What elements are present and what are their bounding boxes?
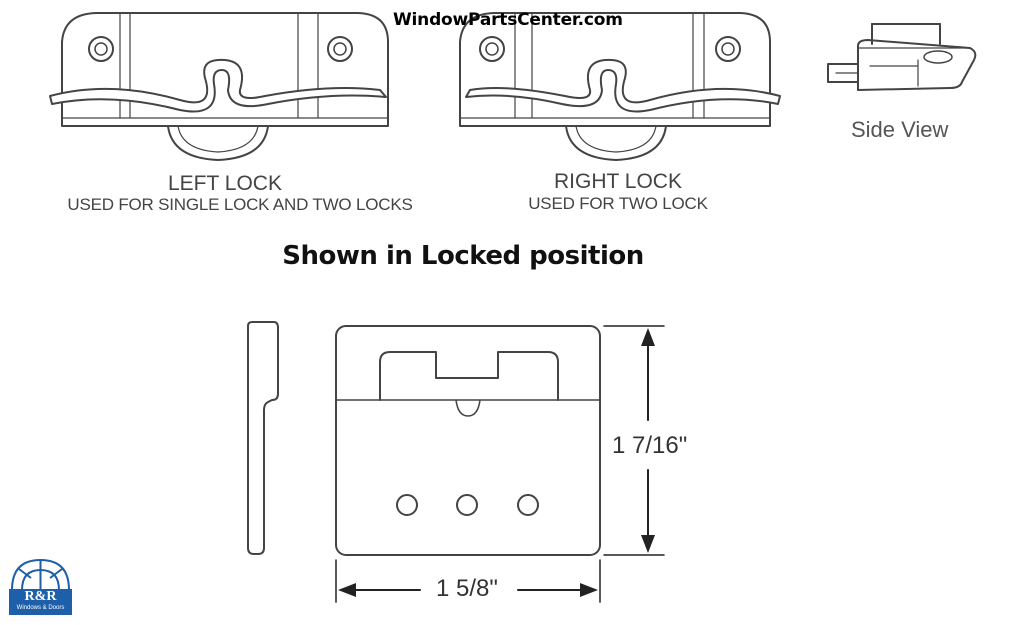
- logo-banner: R&R Windows & Doors: [9, 589, 72, 615]
- left-lock-drawing: [49, 12, 389, 161]
- logo-name: R&R: [24, 589, 57, 604]
- right-lock-subtitle: USED FOR TWO LOCK: [528, 194, 708, 213]
- height-dimension-label: 1 7/16": [612, 432, 688, 459]
- height-dimension-line: [603, 325, 665, 556]
- left-lock-subtitle: USED FOR SINGLE LOCK AND TWO LOCKS: [67, 195, 413, 214]
- right-lock-drawing: [459, 12, 781, 161]
- keeper-plate-drawing: [335, 325, 601, 556]
- right-lock-title: RIGHT LOCK: [554, 170, 682, 193]
- left-lock-title: LEFT LOCK: [168, 172, 282, 195]
- window-arch-icon: [11, 558, 70, 591]
- site-name: WindowPartsCenter.com: [393, 10, 623, 30]
- width-dimension-label: 1 5/8": [436, 575, 498, 602]
- profile-bar-drawing: [247, 321, 279, 555]
- side-view-drawing: [827, 23, 977, 91]
- logo-tagline: Windows & Doors: [16, 605, 65, 611]
- position-heading: Shown in Locked position: [282, 241, 644, 271]
- brand-logo: R&R Windows & Doors: [9, 557, 72, 616]
- width-dimension-line: [335, 559, 601, 603]
- side-view-label: Side View: [851, 117, 949, 142]
